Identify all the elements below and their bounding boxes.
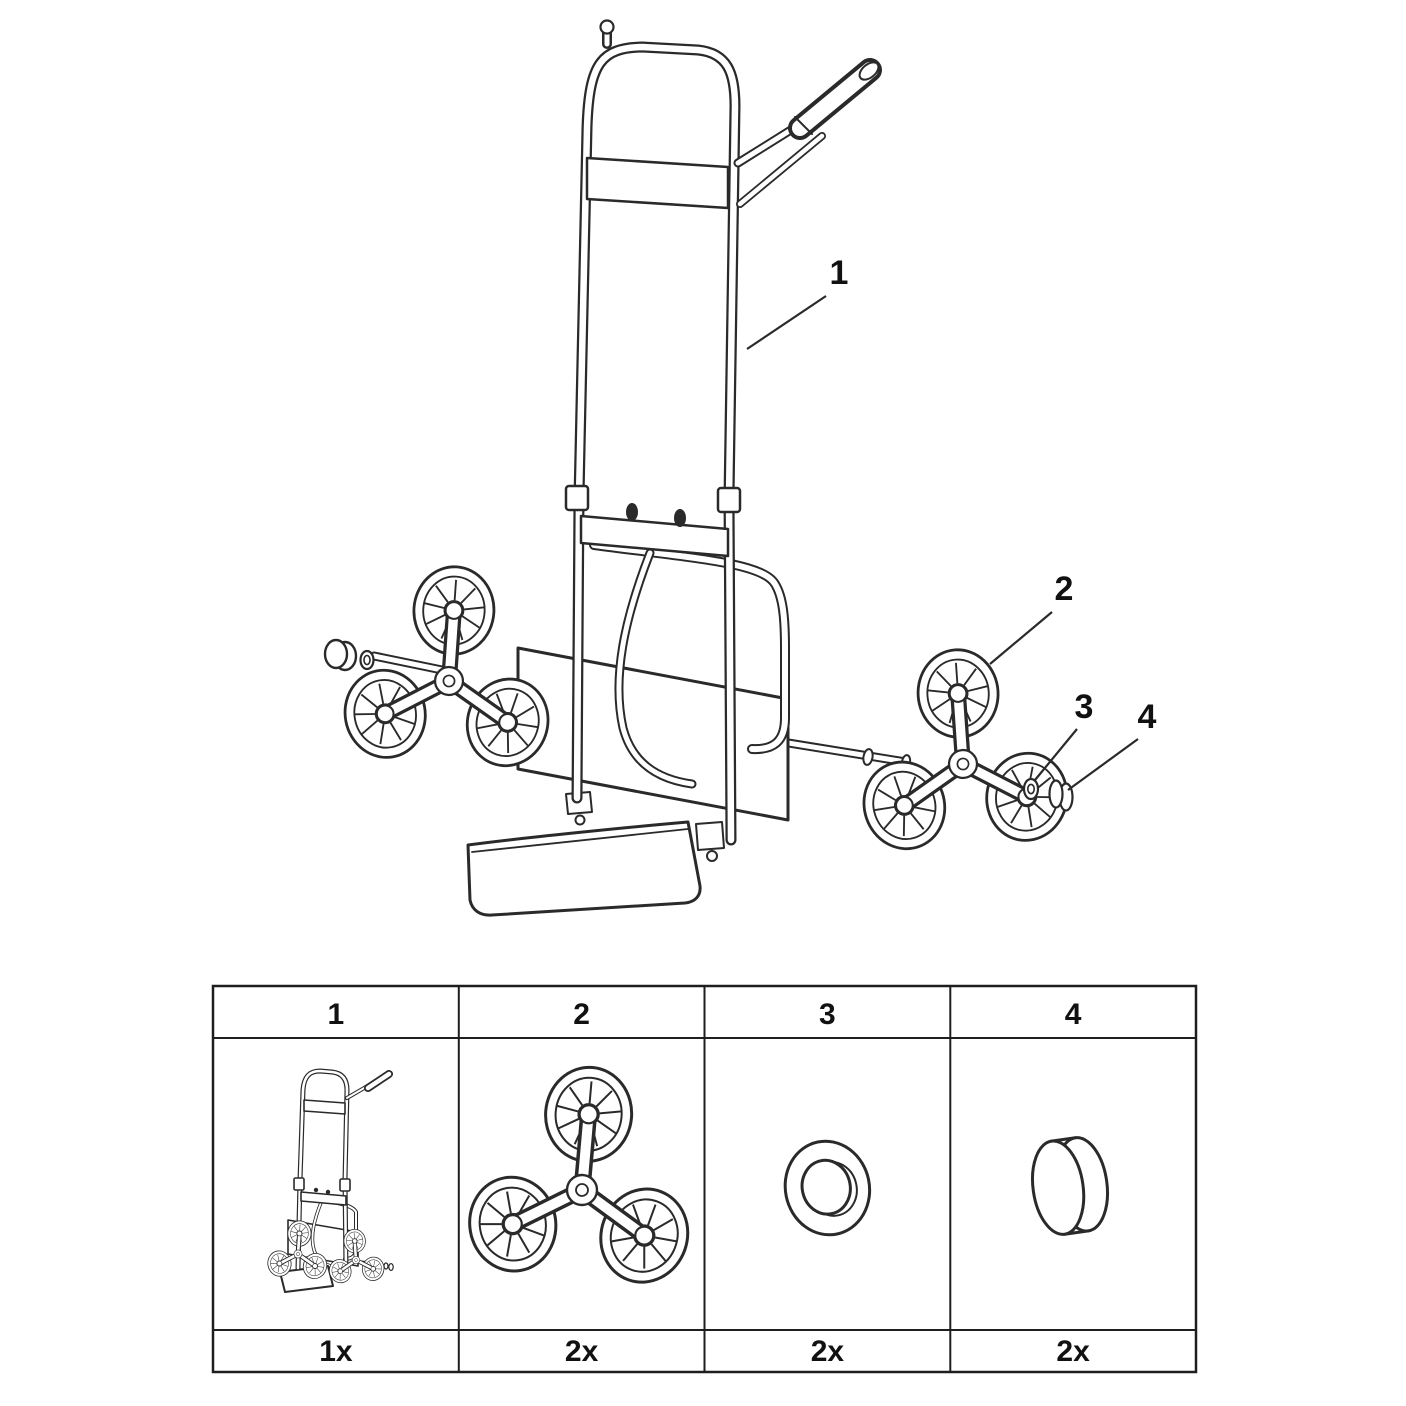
right-tristar-wheel xyxy=(844,642,1080,861)
callout-leader-2 xyxy=(989,611,1053,665)
side-handle xyxy=(733,58,882,208)
parts-table: 1 2 3 4 xyxy=(211,984,1198,1374)
clamp-knob xyxy=(626,503,638,521)
washer-icon xyxy=(783,1139,872,1237)
hand-truck-thumbnail xyxy=(264,1068,394,1293)
frame-tube xyxy=(571,19,741,846)
axle-cap-icon xyxy=(1031,1136,1109,1236)
right-axle-cap xyxy=(1048,779,1074,812)
quantity-1: 1x xyxy=(319,1335,353,1368)
callout-leader-1 xyxy=(746,295,827,350)
back-panel-plate xyxy=(516,646,790,822)
column-number-1: 1 xyxy=(328,998,345,1031)
quantity-2: 2x xyxy=(565,1335,599,1368)
left-washer xyxy=(359,649,375,671)
toe-plate xyxy=(466,791,725,917)
table-grid xyxy=(211,984,1198,1374)
quantity-3: 2x xyxy=(811,1335,845,1368)
right-washer xyxy=(1022,777,1040,801)
callout-label-2: 2 xyxy=(1055,570,1074,608)
callout-leader-3 xyxy=(1034,728,1078,781)
column-number-4: 4 xyxy=(1065,998,1082,1031)
callout-label-3: 3 xyxy=(1075,688,1094,726)
quantity-4: 2x xyxy=(1056,1335,1090,1368)
column-number-3: 3 xyxy=(819,998,836,1031)
rear-support-loop xyxy=(589,540,790,755)
column-number-2: 2 xyxy=(573,998,590,1031)
callout-label-4: 4 xyxy=(1138,698,1157,736)
left-axle-cap xyxy=(323,638,358,672)
top-crossband xyxy=(585,156,730,210)
exploded-view: 1 2 3 4 xyxy=(323,19,1157,917)
clamp-knob xyxy=(674,509,686,527)
folding-leg-tube xyxy=(614,548,697,789)
callout-leader-4 xyxy=(1067,738,1139,791)
telescope-collars xyxy=(564,484,742,514)
tristar-wheel-icon xyxy=(454,1057,712,1297)
callout-label-1: 1 xyxy=(830,254,849,292)
mid-crossmember xyxy=(579,503,730,558)
callout-leaders xyxy=(746,295,1139,791)
